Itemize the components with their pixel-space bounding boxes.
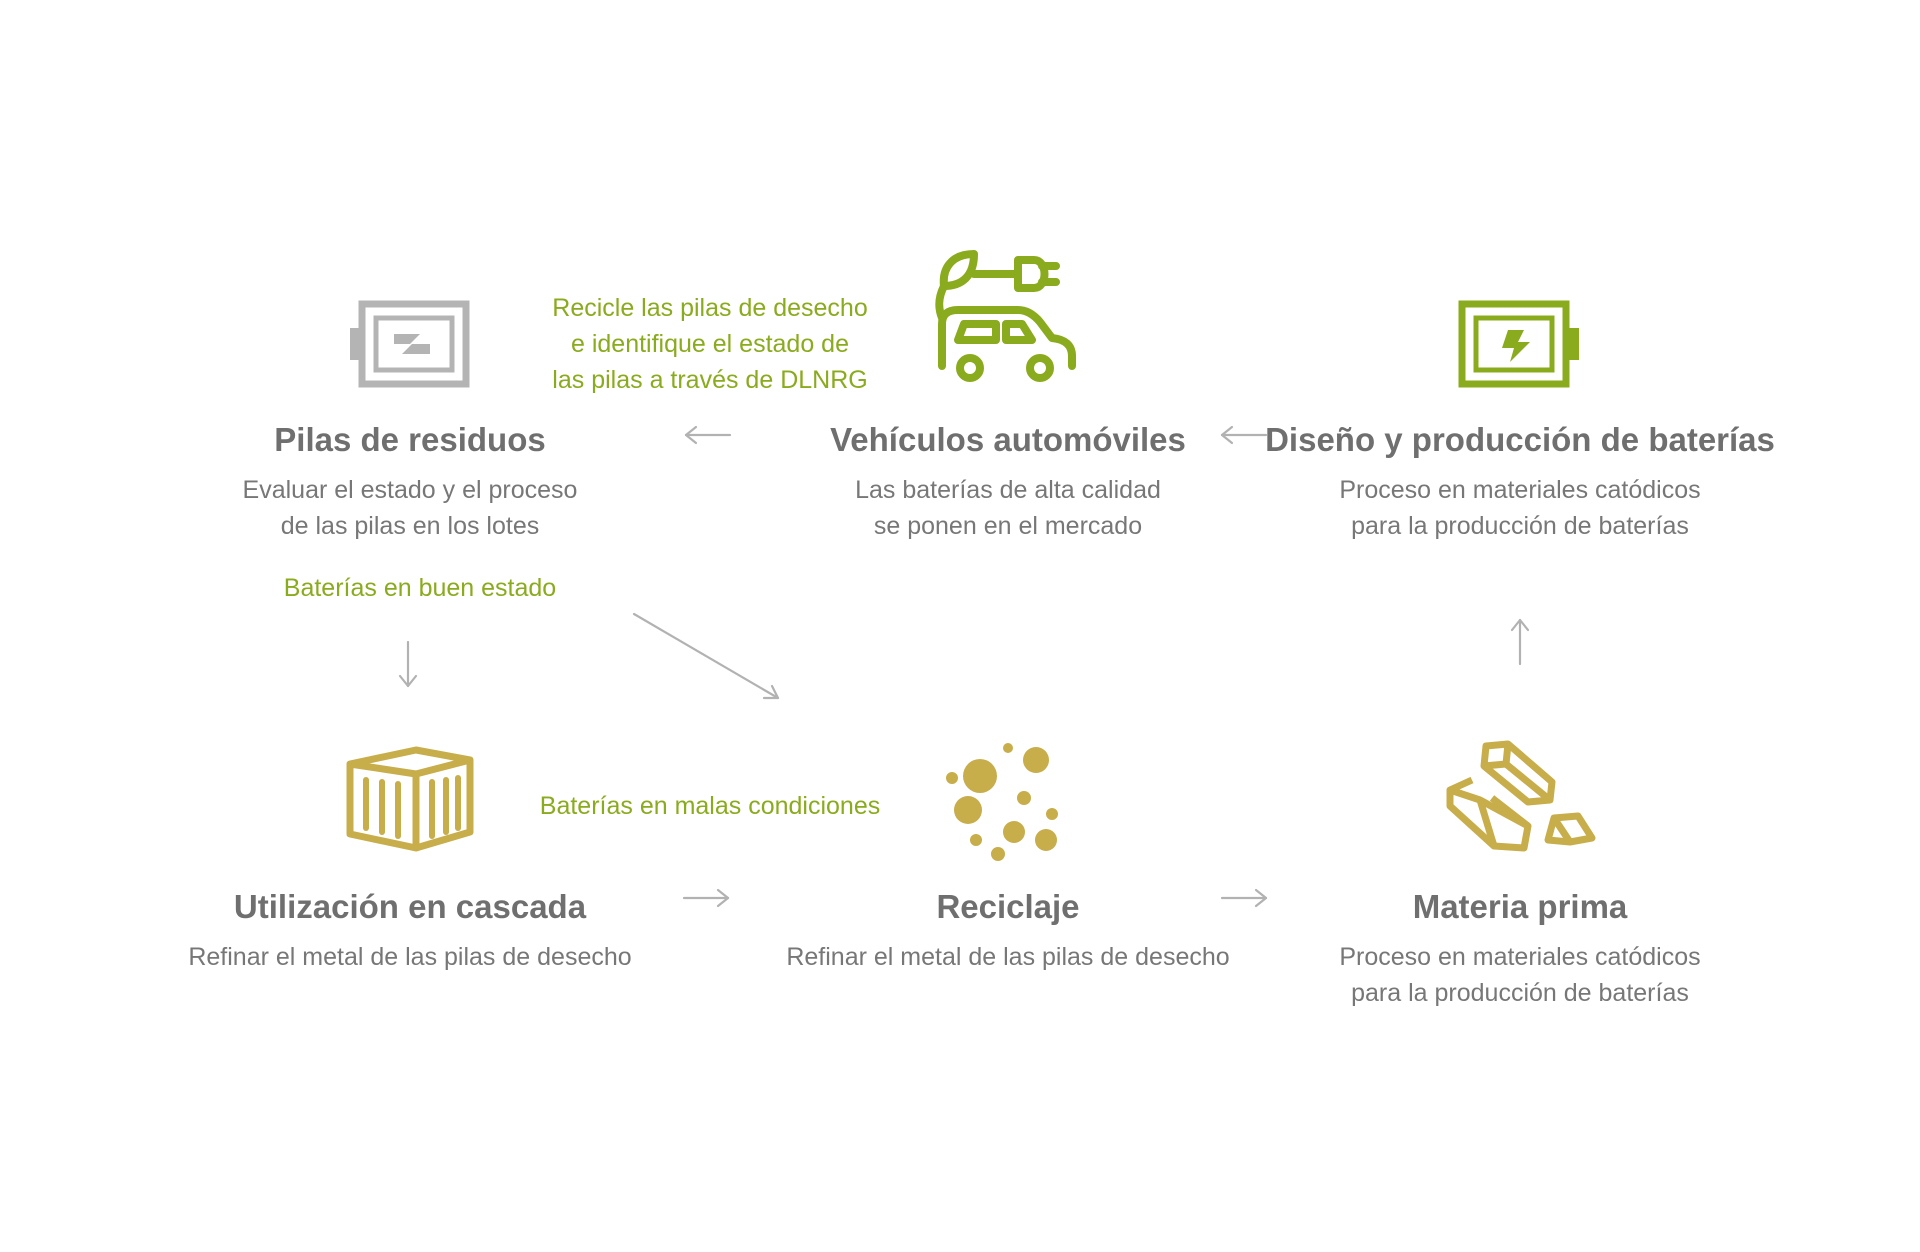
node-description: Evaluar el estado y el proceso de las pi… — [130, 472, 690, 544]
description-line: Las baterías de alta calidad — [855, 476, 1161, 504]
arrow-right-icon — [682, 888, 730, 908]
node-description: Proceso en materiales catódicos para la … — [1240, 472, 1800, 544]
description-line: Refinar el metal de las pilas de desecho — [188, 943, 632, 971]
note-line: Recicle las pilas de desecho — [552, 294, 868, 322]
node-description: Las baterías de alta calidad se ponen en… — [728, 472, 1288, 544]
node-waste-batteries: Pilas de residuos Evaluar el estado y el… — [130, 420, 690, 544]
node-title: Vehículos automóviles — [830, 421, 1186, 458]
electric-car-icon — [935, 250, 1076, 382]
node-title: Utilización en cascada — [233, 888, 587, 925]
arrow-down-icon — [398, 640, 418, 688]
description-line: para la producción de baterías — [1351, 979, 1689, 1007]
arrow-diagonal-icon — [632, 612, 780, 700]
description-line: para la producción de baterías — [1351, 512, 1689, 540]
node-title: Materia prima — [1412, 888, 1628, 925]
note-good-condition: Baterías en buen estado — [283, 574, 557, 602]
node-title: Diseño y producción de baterías — [1265, 421, 1775, 458]
node-description: Refinar el metal de las pilas de desecho — [130, 939, 690, 975]
node-description: Proceso en materiales catódicos para la … — [1240, 939, 1800, 1011]
node-description: Refinar el metal de las pilas de desecho — [728, 939, 1288, 975]
description-line: Evaluar el estado y el proceso — [242, 476, 578, 504]
description-line: Proceso en materiales catódicos — [1339, 476, 1701, 504]
description-line: de las pilas en los lotes — [280, 512, 540, 540]
note-recycle-identify: Recicle las pilas de desecho e identifiq… — [520, 290, 900, 398]
container-icon — [346, 746, 474, 852]
node-vehicles: Vehículos automóviles Las baterías de al… — [728, 420, 1288, 544]
note-bad-condition: Baterías en malas condiciones — [539, 792, 881, 820]
note-line: las pilas a través de DLNRG — [552, 366, 868, 394]
note-line: e identifique el estado de — [571, 330, 849, 358]
description-line: Refinar el metal de las pilas de desecho — [786, 943, 1230, 971]
arrow-right-icon — [1220, 888, 1268, 908]
node-design-production: Diseño y producción de baterías Proceso … — [1240, 420, 1800, 544]
node-title: Reciclaje — [936, 888, 1080, 925]
description-line: se ponen en el mercado — [873, 512, 1143, 540]
arrow-up-icon — [1510, 618, 1530, 666]
node-recycling: Reciclaje Refinar el metal de las pilas … — [728, 887, 1288, 975]
description-line: Proceso en materiales catódicos — [1339, 943, 1701, 971]
arrow-left-icon — [684, 425, 732, 445]
node-cascade: Utilización en cascada Refinar el metal … — [130, 887, 690, 975]
node-title: Pilas de residuos — [274, 421, 546, 458]
gold-bars-icon — [1446, 740, 1596, 852]
charged-battery-icon — [1458, 300, 1579, 388]
node-raw-material: Materia prima Proceso en materiales cató… — [1240, 887, 1800, 1011]
particles-icon — [946, 743, 1058, 861]
battery-icon — [350, 300, 470, 388]
arrow-left-icon — [1220, 425, 1268, 445]
